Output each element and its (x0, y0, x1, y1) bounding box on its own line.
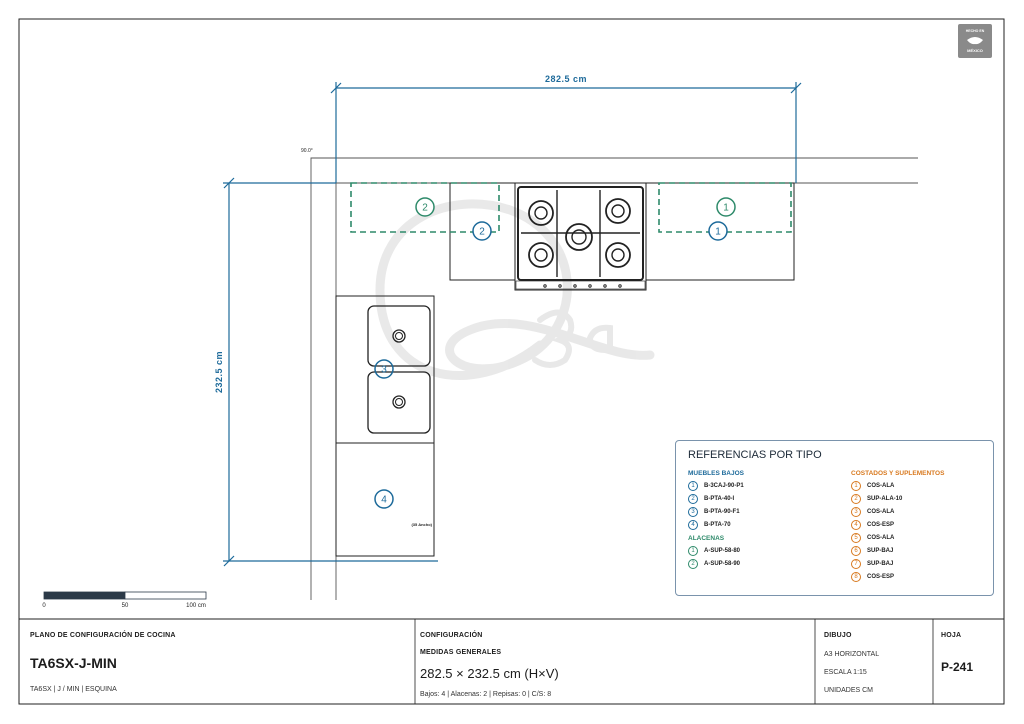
scale-tick-100: 100 cm (186, 603, 206, 609)
made-in-mexico-badge: HECHO EN MÉXICO (958, 24, 992, 58)
marker-base-left: 2 (472, 221, 492, 241)
svg-text:2: 2 (479, 227, 485, 238)
hoja-label: HOJA (941, 632, 962, 639)
legend-group-title: COSTADOS Y SUPLEMENTOS (851, 470, 945, 477)
svg-text:1: 1 (723, 203, 729, 214)
upper-cabinet-left (350, 182, 500, 233)
hoja-value: P-241 (941, 660, 974, 674)
dibujo-scale: ESCALA 1:15 (824, 669, 867, 676)
marker-upper-right: 1 (716, 197, 736, 217)
marker-upper-left: 2 (415, 197, 435, 217)
badge-line2: MÉXICO (967, 48, 983, 53)
dibujo-format: A3 HORIZONTAL (824, 651, 880, 658)
height-dimension-label: 232.5 cm (214, 351, 224, 393)
base-cabinet-bottom (335, 442, 435, 557)
eagle-icon (967, 37, 983, 45)
legend-group-title: MUEBLES BAJOS (688, 470, 744, 477)
height-dimension (223, 177, 438, 567)
scale-tick-0: 0 (42, 603, 46, 609)
model-subtitle: TA6SX | J / MIN | ESQUINA (30, 686, 117, 693)
dibujo-units: UNIDADES CM (824, 687, 874, 694)
marker-base-right: 1 (708, 221, 728, 241)
svg-text:2: 2 (422, 203, 428, 214)
width-dimension-label: 282.5 cm (545, 74, 587, 84)
medidas-value: 282.5 × 232.5 cm (H×V) (420, 666, 559, 681)
double-sink (367, 305, 431, 434)
legend-title: REFERENCIAS POR TIPO (688, 449, 822, 461)
stove-range (514, 182, 647, 291)
upper-cabinet-right (658, 182, 792, 233)
config-label: CONFIGURACIÓN (420, 632, 483, 639)
sheet-frame (18, 18, 1005, 705)
svg-text:1: 1 (715, 227, 721, 238)
svg-text:3: 3 (381, 365, 387, 376)
model-title: TA6SX-J-MIN (30, 655, 117, 671)
width-dimension (330, 82, 802, 183)
watermark-logo (375, 199, 655, 380)
marker-sink: 3 (374, 359, 394, 379)
scale-tick-50: 50 (122, 603, 129, 609)
medidas-label: MEDIDAS GENERALES (420, 649, 502, 656)
legend-group-title: ALACENAS (688, 535, 725, 542)
svg-text:4: 4 (381, 495, 387, 506)
width-note: (35 Ancho) (411, 522, 432, 527)
dibujo-label: DIBUJO (824, 632, 852, 639)
badge-line1: HECHO EN (965, 29, 985, 33)
scale-bar (43, 591, 207, 600)
corner-angle-label: 90.0° (301, 148, 313, 154)
plan-label: PLANO DE CONFIGURACIÓN DE COCINA (30, 632, 176, 639)
config-summary: Bajos: 4 | Alacenas: 2 | Repisas: 0 | C/… (420, 691, 552, 698)
marker-base-bottom: 4 (374, 489, 394, 509)
